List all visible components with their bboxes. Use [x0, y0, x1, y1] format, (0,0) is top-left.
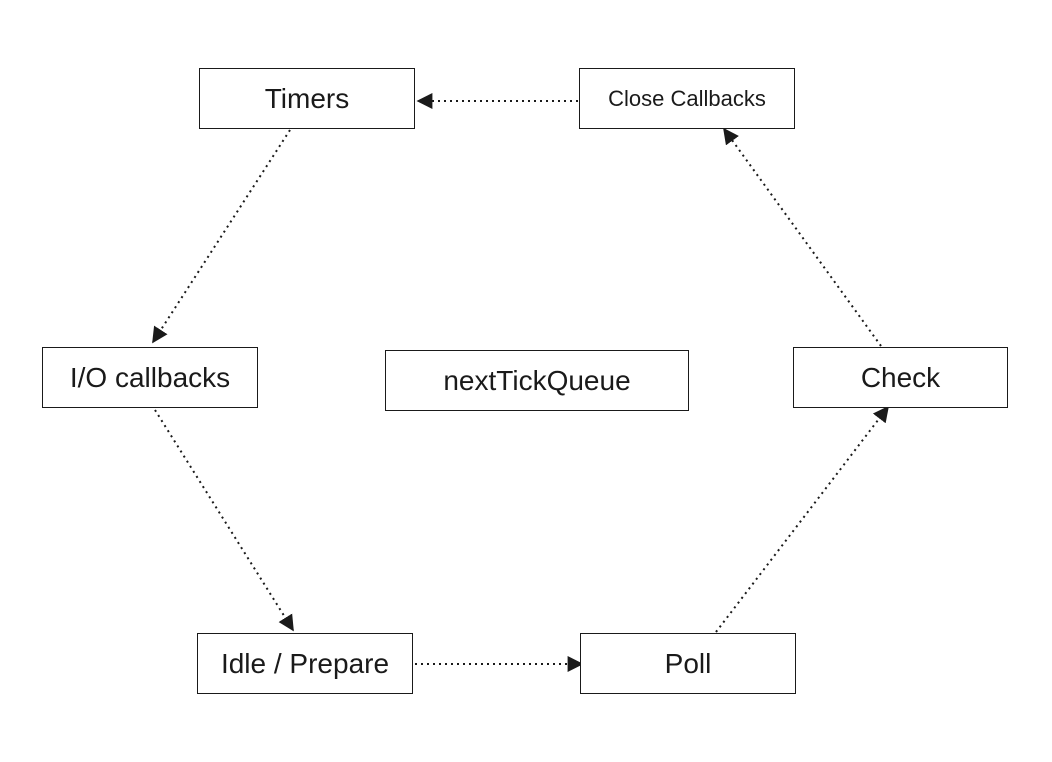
timers-node: Timers [199, 68, 415, 129]
edge-poll-to-check [715, 405, 889, 633]
idle-prepare-node: Idle / Prepare [197, 633, 413, 694]
edge-check-to-close-callbacks [723, 127, 882, 347]
poll-node: Poll [580, 633, 796, 694]
io-callbacks-node: I/O callbacks [42, 347, 258, 408]
check-node: Check [793, 347, 1008, 408]
edge-io-callbacks-to-idle-prepare [154, 409, 294, 632]
close-callbacks-node: Close Callbacks [579, 68, 795, 129]
next-tick-queue-node: nextTickQueue [385, 350, 689, 411]
edge-timers-to-io-callbacks [152, 129, 291, 344]
